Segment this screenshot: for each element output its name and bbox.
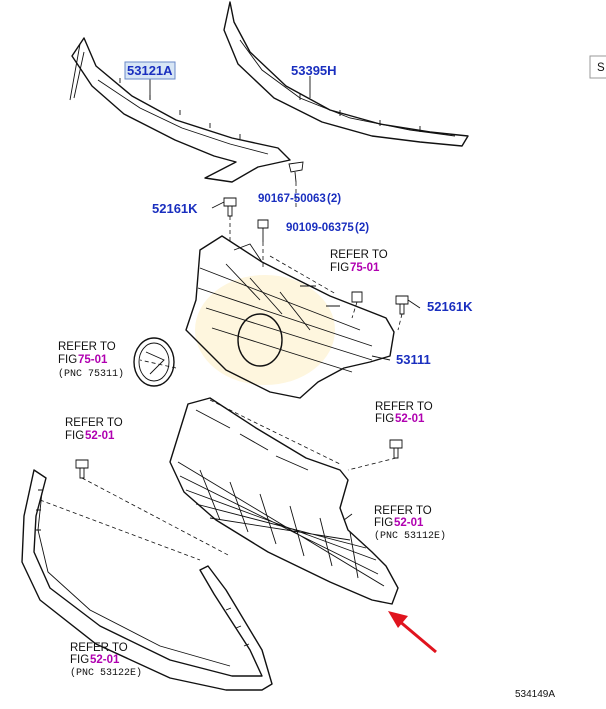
ref-lower-clip[interactable]: REFER TO FIG 52-01 [375,401,433,425]
nut-part[interactable] [351,291,363,303]
part-number-screw[interactable]: 90109-06375 [286,222,354,234]
ref-lower-clip-fig[interactable]: 52-01 [395,413,425,425]
molding-upper-right-part[interactable] [223,1,469,147]
ref-lower-grille-fig[interactable]: 52-01 [394,517,424,529]
ref-upper-right[interactable]: REFER TO FIG 75-01 [330,249,388,274]
ref-upper-right-fig[interactable]: 75-01 [350,262,380,274]
corner-tab[interactable]: S [589,55,606,79]
ref-bottom-molding-fig[interactable]: 52-01 [90,654,120,666]
molding-upper-left-part[interactable] [69,37,291,183]
ref-emblem-fig[interactable]: 75-01 [78,354,108,366]
screw-part[interactable] [257,219,269,242]
ref-lower-left-clip[interactable]: REFER TO FIG 52-01 [65,417,123,442]
bottom-molding-part[interactable] [21,469,273,691]
ref-lower-grille-fig-prefix[interactable]: FIG [374,517,393,529]
clip-lower-right-part[interactable] [389,439,403,459]
highlight-glow [195,275,335,385]
ref-lower-grille-pnc[interactable]: (PNC 53112E) [374,530,446,542]
ref-emblem-line1[interactable]: REFER TO [58,341,116,353]
ref-lower-left-clip-line1[interactable]: REFER TO [65,417,123,429]
ref-upper-right-line1[interactable]: REFER TO [330,249,388,261]
ref-lower-clip-line1[interactable]: REFER TO [375,401,433,413]
clip-lower-left-part[interactable] [75,459,89,479]
ref-bottom-molding-fig-prefix[interactable]: FIG [70,654,89,666]
screw-qty: (2) [355,222,369,234]
clip-right-part[interactable] [395,295,409,315]
ref-lower-left-clip-fig[interactable]: 52-01 [85,430,115,442]
clip-left-part[interactable] [223,197,237,217]
pointer-arrow [388,611,437,654]
part-number-53121a[interactable]: 53121A [127,63,173,78]
ref-bottom-molding-line1[interactable]: REFER TO [70,642,128,654]
ref-emblem[interactable]: REFER TO FIG 75-01 (PNC 75311) [58,341,124,380]
selected-label-box [124,61,176,80]
ref-upper-right-fig-prefix[interactable]: FIG [330,262,349,274]
ref-bottom-molding-pnc[interactable]: (PNC 53122E) [70,667,142,679]
ref-emblem-fig-prefix[interactable]: FIG [58,354,77,366]
part-number-clip-top[interactable]: 90167-50063 [258,193,326,205]
ref-emblem-pnc[interactable]: (PNC 75311) [58,368,124,380]
clip-top-qty: (2) [327,193,341,205]
ref-lower-grille[interactable]: REFER TO FIG 52-01 (PNC 53112E) [374,505,446,542]
emblem-part[interactable] [133,337,175,387]
sheet-number: 534149A [515,689,555,700]
part-number-clip-right[interactable]: 52161K [427,299,473,314]
part-number-53111[interactable]: 53111 [396,352,431,367]
leader-lines [149,76,421,521]
ref-lower-grille-line1[interactable]: REFER TO [374,505,432,517]
lower-grille-part[interactable] [169,397,399,605]
radiator-grille-part[interactable] [185,235,395,399]
ref-lower-left-clip-fig-prefix[interactable]: FIG [65,430,84,442]
clip-top-part[interactable] [288,161,304,183]
corner-tab-label[interactable]: S [597,62,605,74]
ref-bottom-molding[interactable]: REFER TO FIG 52-01 (PNC 53122E) [70,642,142,679]
part-number-clip-left[interactable]: 52161K [152,201,198,216]
part-number-53395h[interactable]: 53395H [291,63,337,78]
ref-lower-clip-fig-prefix[interactable]: FIG [375,413,394,425]
